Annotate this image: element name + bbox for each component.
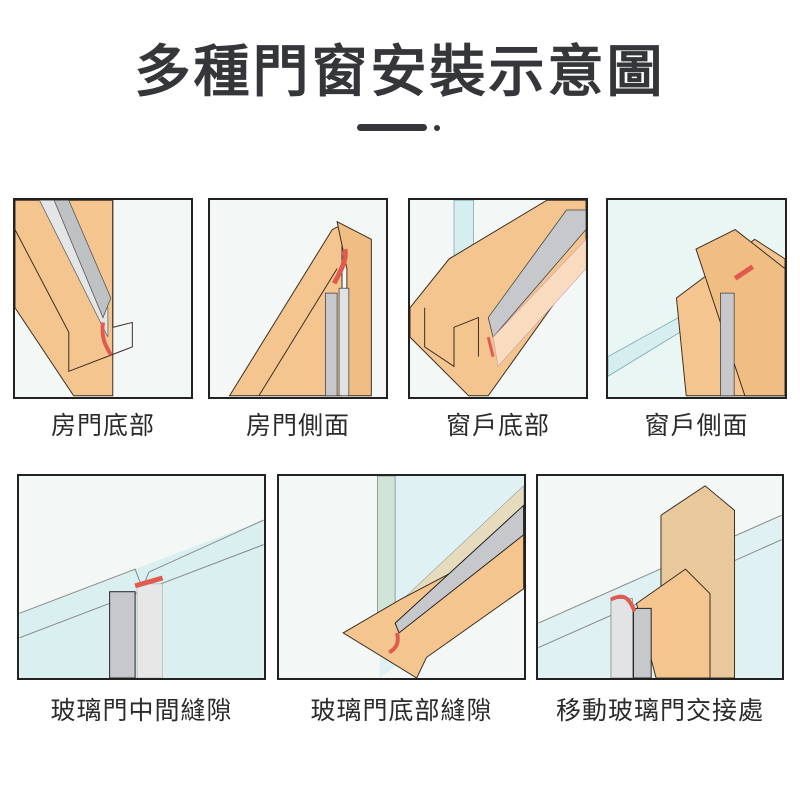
glass-door-bottom-gap-icon xyxy=(279,476,524,678)
window-side-seal-icon xyxy=(608,200,785,397)
page-title: 多種門窗安裝示意圖 xyxy=(134,40,666,105)
caption-door-bottom: 房門底部 xyxy=(50,411,155,440)
title-divider xyxy=(357,124,427,131)
door-bottom-seal-icon xyxy=(15,200,191,397)
window-bottom-seal-icon xyxy=(410,200,586,397)
door-side-seal-icon xyxy=(210,200,386,397)
glass-door-middle-gap-illustration xyxy=(17,474,266,680)
caption-sliding-glass-door-junction: 移動玻璃門交接處 xyxy=(555,696,764,725)
window-bottom-seal-illustration xyxy=(408,198,588,399)
sliding-glass-door-junction-illustration xyxy=(536,474,784,680)
door-bottom-seal-illustration xyxy=(13,198,193,399)
title-divider-dot xyxy=(434,125,440,131)
sliding-glass-door-junction-icon xyxy=(538,476,782,678)
caption-window-side: 窗戶側面 xyxy=(644,411,749,440)
caption-door-side: 房門側面 xyxy=(245,411,350,440)
glass-door-bottom-gap-illustration xyxy=(277,474,526,680)
window-side-seal-illustration xyxy=(606,198,787,399)
caption-glass-door-bottom-gap: 玻璃門底部縫隙 xyxy=(310,696,493,725)
door-side-seal-illustration xyxy=(208,198,388,399)
caption-glass-door-middle-gap: 玻璃門中間縫隙 xyxy=(50,696,233,725)
glass-door-middle-gap-icon xyxy=(19,476,264,678)
caption-window-bottom: 窗戶底部 xyxy=(445,411,550,440)
